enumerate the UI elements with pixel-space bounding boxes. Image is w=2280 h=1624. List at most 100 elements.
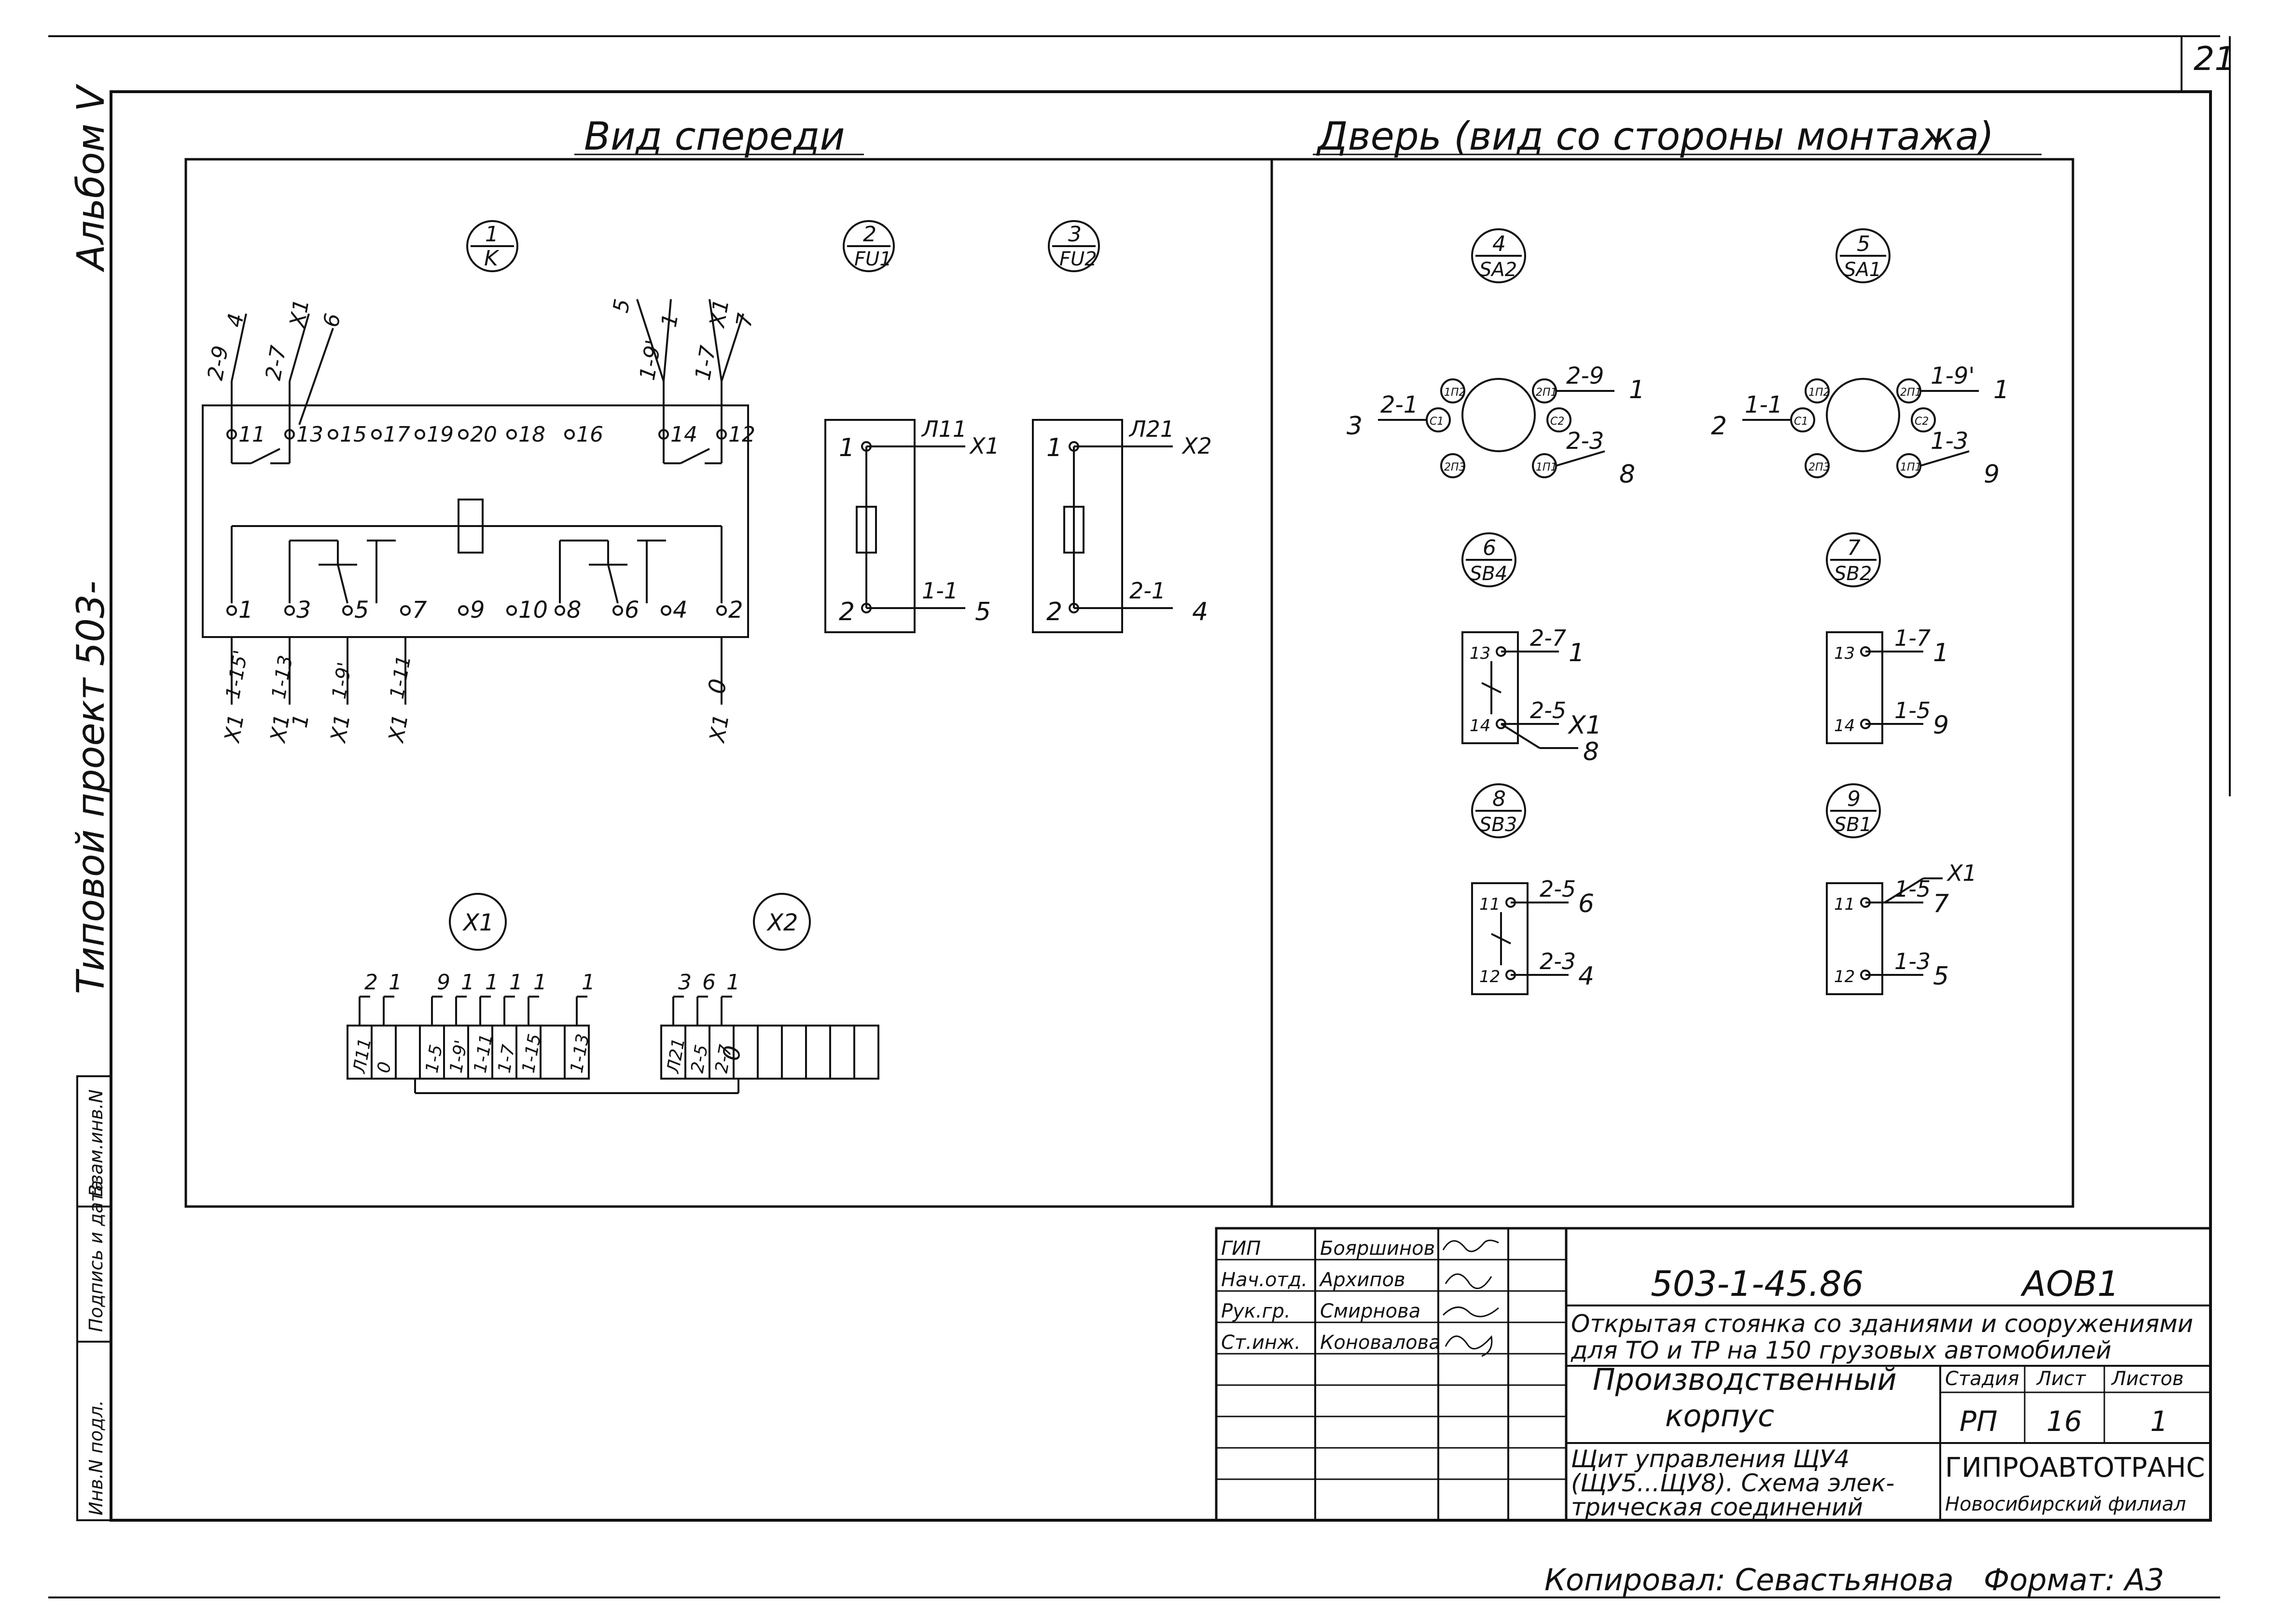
relay-top-pin-label: 13 xyxy=(296,422,323,447)
switch-left-dest: 3 xyxy=(1347,412,1362,441)
org-branch: Новосибирский филиал xyxy=(1945,1493,2186,1515)
relay-bwire-1-13: 1-13 xyxy=(268,653,297,700)
button-pin-bottom: 12 xyxy=(1479,967,1500,986)
fuse-fu2-pin-bottom: 2 xyxy=(1046,597,1062,626)
relay-top-pin-label: 17 xyxy=(383,422,410,447)
fuse-fu1-wire-top: Л11 xyxy=(921,416,967,442)
fuse-fu1-wire-bottom: 1-1 xyxy=(922,578,958,604)
relay-bottom-pin-label: 6 xyxy=(625,597,640,624)
binding-field-replace: Взам.инв.N xyxy=(85,1089,107,1197)
role-head: Нач.отд. xyxy=(1221,1269,1307,1291)
button-dest-top: 6 xyxy=(1578,889,1594,918)
button-tag-code: SB1 xyxy=(1834,814,1872,836)
button-extra-dest: 8 xyxy=(1583,737,1599,766)
button-dest-top: 7 xyxy=(1933,889,1949,918)
relay-bottom-pin-label: 4 xyxy=(673,597,688,624)
terminal-cell xyxy=(540,1025,566,1080)
relay-wire-7: 7 xyxy=(732,311,758,329)
switch-right-wire-top: 1-9' xyxy=(1931,362,1975,389)
terminal-point xyxy=(506,605,517,616)
button-wire-top: 1-7 xyxy=(1894,625,1931,651)
relay-k-tag-num: 1 xyxy=(485,222,499,247)
relay-top-wiring xyxy=(231,299,744,434)
button-dest-bottom: 9 xyxy=(1933,711,1949,740)
terminal-dest-label: 1 xyxy=(389,970,402,995)
tag-circle xyxy=(1471,783,1526,838)
org-name: ГИПРОАВТОТРАНС xyxy=(1945,1452,2205,1484)
button-tag-num: 6 xyxy=(1483,536,1496,560)
doc-mark: АОВ1 xyxy=(2020,1263,2119,1304)
sheet-value: 16 xyxy=(2046,1405,2082,1438)
tag-circle xyxy=(1835,228,1891,283)
relay-bottom-pin-label: 8 xyxy=(567,597,582,624)
relay-bottom-pin-label: 2 xyxy=(728,597,743,624)
button-tag-num: 9 xyxy=(1847,787,1861,811)
relay-bwire-1-11: 1-11 xyxy=(386,653,416,700)
button-body xyxy=(1461,631,1519,744)
fuse-fu1-dest-bottom: 5 xyxy=(975,597,991,626)
terminal-point xyxy=(371,429,382,440)
terminal-dest-label: 1 xyxy=(582,970,595,995)
name-head: Архипов xyxy=(1319,1269,1405,1291)
relay-top-pin-label: 16 xyxy=(576,422,603,447)
terminal-cell-label: 2-5 xyxy=(687,1043,712,1075)
switch-left-dest: 2 xyxy=(1711,412,1727,441)
project-label: Типовой проект 503- xyxy=(70,581,113,994)
name-group: Смирнова xyxy=(1320,1300,1420,1322)
name-gip: Бояршинов xyxy=(1320,1237,1435,1260)
button-wire-bottom: 2-5 xyxy=(1530,697,1566,723)
terminal-cell-label: 1-5 xyxy=(422,1043,446,1075)
door-view-panel xyxy=(1270,158,2074,1208)
terminal-dest-label: 9 xyxy=(437,970,450,995)
switch-right-dest-bottom: 8 xyxy=(1619,460,1635,489)
button-pin-bottom: 12 xyxy=(1834,967,1855,986)
relay-wire-2-9: 2-9 xyxy=(203,344,234,382)
terminal-cell-label: 1-7 xyxy=(494,1043,519,1074)
button-wire-top: 2-5 xyxy=(1540,876,1576,902)
relay-top-pin-label: 20 xyxy=(470,422,497,447)
stage-label: Стадия xyxy=(1945,1368,2019,1390)
door-view-title: Дверь (вид со стороны монтажа) xyxy=(1316,114,1994,159)
fuse-fu1-tag-code: FU1 xyxy=(854,248,892,270)
button-tag-num: 8 xyxy=(1492,787,1506,811)
terminal-cell-label: 0 xyxy=(374,1060,395,1075)
switch-right-dest-top: 1 xyxy=(1993,375,2009,404)
binding-field-inv: Инв.N подл. xyxy=(85,1400,107,1515)
terminal-x1-tag-label: X1 xyxy=(462,909,494,936)
relay-wire-x1-a: X1 xyxy=(285,297,314,330)
switch-contact-label: 1П2 xyxy=(1808,387,1830,399)
switch-contact-label: 1П1 xyxy=(1900,461,1922,473)
switch-left-wire: 2-1 xyxy=(1380,391,1418,418)
button-tag-num: 7 xyxy=(1847,536,1861,560)
project-name-2: для ТО и ТР на 150 грузовых автомобилей xyxy=(1571,1336,2112,1364)
switch-right-dest-bottom: 9 xyxy=(1984,460,2000,489)
button-extra-dest: X1 xyxy=(1946,860,1977,886)
terminal-point xyxy=(555,605,565,616)
switch-contact xyxy=(1546,407,1571,432)
drawing-name-1: Щит управления ЩУ4 xyxy=(1571,1445,1849,1473)
terminal-cell-label: 2-7 xyxy=(711,1043,736,1074)
switch-contact xyxy=(1440,453,1465,478)
button-pin-top: 11 xyxy=(1479,895,1500,914)
switch-contact-label: С1 xyxy=(1430,416,1444,428)
sheets-label: Листов xyxy=(2111,1368,2183,1390)
relay-bwire-x1-c: X1 xyxy=(326,712,355,745)
tag-circle xyxy=(1471,228,1526,283)
terminal-x2-tag-label: X2 xyxy=(766,909,798,936)
fuse-fu2-pin-top: 1 xyxy=(1046,433,1062,462)
relay-k xyxy=(202,404,749,638)
object-name-1: Производственный xyxy=(1593,1362,1897,1397)
fuse-fu2-tag-code: FU2 xyxy=(1059,248,1097,270)
tag-circle xyxy=(1461,532,1516,587)
relay-top-pin-label: 12 xyxy=(728,422,755,447)
fuse-fu2-tag-num: 3 xyxy=(1068,222,1082,247)
album-label: Альбом V xyxy=(70,83,113,273)
terminal-point xyxy=(284,605,295,616)
button-body xyxy=(1471,882,1529,995)
terminal-dest-label: 1 xyxy=(509,970,523,995)
relay-wire-1: 1 xyxy=(657,311,683,329)
